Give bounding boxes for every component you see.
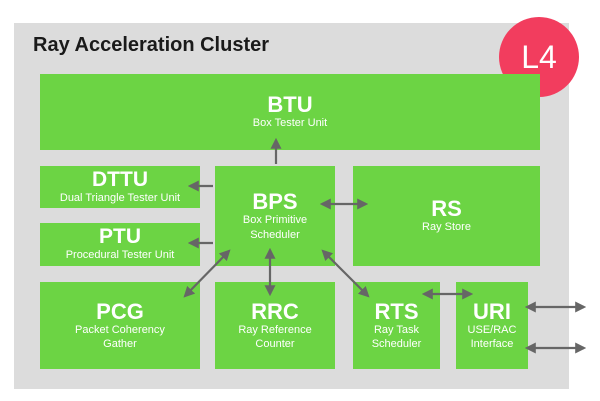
uri-name-line1: USE/RAC <box>467 323 517 336</box>
btu-block: BTU Box Tester Unit <box>40 74 540 150</box>
dttu-name: Dual Triangle Tester Unit <box>59 191 181 204</box>
cluster-title: Ray Acceleration Cluster <box>33 34 270 56</box>
arrow-bps-rts <box>321 249 370 298</box>
pcg-name-line2: Gather <box>103 338 137 351</box>
rrc-name-line2: Counter <box>255 338 295 351</box>
rts-name-line2: Scheduler <box>371 338 422 351</box>
dttu-block: DTTU Dual Triangle Tester Unit <box>40 166 200 208</box>
rrc-name-line1: Ray Reference <box>238 323 312 336</box>
rs-block: RS Ray Store <box>353 166 540 266</box>
rs-name: Ray Store <box>422 221 471 234</box>
pcg-abbr: PCG <box>96 298 144 324</box>
btu-abbr: BTU <box>267 92 313 118</box>
rrc-block: RRC Ray Reference Counter <box>215 282 335 369</box>
bps-abbr: BPS <box>252 189 298 215</box>
pcg-block: PCG Packet Coherency Gather <box>40 282 200 369</box>
bps-name-line2: Scheduler <box>250 228 300 241</box>
arrow-bps-pcg <box>183 249 231 298</box>
ptu-block: PTU Procedural Tester Unit <box>40 223 200 266</box>
rts-abbr: RTS <box>374 298 419 324</box>
uri-abbr: URI <box>473 298 511 324</box>
ptu-abbr: PTU <box>99 225 141 249</box>
rts-name-line1: Ray Task <box>373 323 420 336</box>
pcg-name-line1: Packet Coherency <box>75 323 165 336</box>
rs-abbr: RS <box>431 196 462 222</box>
btu-name: Box Tester Unit <box>252 117 328 130</box>
dttu-abbr: DTTU <box>92 167 148 191</box>
rrc-abbr: RRC <box>251 298 299 324</box>
uri-name-line2: Interface <box>470 338 514 351</box>
ptu-name: Procedural Tester Unit <box>65 249 175 262</box>
bps-name-line1: Box Primitive <box>242 214 308 227</box>
